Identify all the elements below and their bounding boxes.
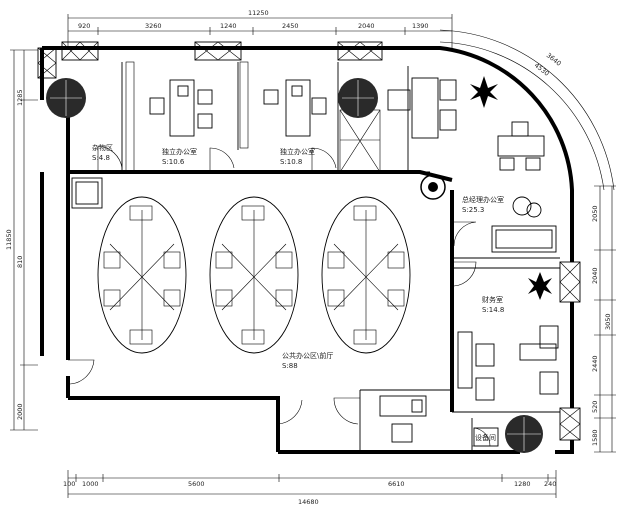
window-top-3 <box>337 41 383 61</box>
room-office-2-area: S:10.8 <box>280 158 302 166</box>
room-office-1-name: 独立办公室 <box>162 147 197 156</box>
office-1-furniture <box>149 79 213 137</box>
plant-icon <box>420 174 446 200</box>
dim-top-seg-6: 1390 <box>412 22 429 30</box>
finance-furniture <box>457 325 559 401</box>
dim-left-seg-2: 810 <box>16 256 24 268</box>
dim-top-overall: 11250 <box>248 9 269 17</box>
window-top-2 <box>194 41 242 61</box>
window-left <box>37 47 57 79</box>
dimension-bottom: 100 1000 5600 6610 1280 240 14680 <box>63 470 556 506</box>
room-finance-area: S:14.8 <box>482 306 504 314</box>
room-open-office-area: S:88 <box>282 362 298 370</box>
workstation-pod-2 <box>209 196 299 354</box>
room-manager-area: S:25.3 <box>462 206 484 214</box>
room-finance-name: 财务室 <box>482 295 503 304</box>
dimension-right: 2050 2040 3050 2440 520 1580 <box>591 185 616 453</box>
plant-icon <box>528 272 552 300</box>
dim-bottom-seg-4: 6610 <box>388 480 405 488</box>
dim-right-seg-2: 2040 <box>591 267 599 284</box>
dim-left-seg-1: 1285 <box>16 89 24 106</box>
manager-furniture <box>387 77 557 253</box>
dim-right-seg-3: 3050 <box>604 313 612 330</box>
dim-top-seg-5: 2040 <box>358 22 375 30</box>
dim-right-seg-5: 520 <box>591 401 599 413</box>
plant-icon <box>505 415 543 453</box>
plant-icon <box>470 76 498 108</box>
doors <box>68 145 491 447</box>
window-right-2 <box>559 407 581 441</box>
dim-right-seg-4: 2440 <box>591 355 599 372</box>
room-storage-area: S:4.8 <box>92 154 110 162</box>
dim-bottom-seg-6: 240 <box>544 480 556 488</box>
room-manager-name: 总经理办公室 <box>462 195 504 204</box>
dim-top-seg-4: 2450 <box>282 22 299 30</box>
room-office-2-name: 独立办公室 <box>280 147 315 156</box>
room-open-office-name: 公共办公区\前厅 <box>282 351 333 360</box>
office-2-furniture <box>263 79 327 137</box>
window-right-1 <box>559 261 581 303</box>
dimension-top: 11250 920 3260 1240 2450 2040 1390 <box>67 9 453 48</box>
dim-left-seg-3: 2000 <box>16 403 24 420</box>
dim-right-seg-6: 1580 <box>591 429 599 446</box>
room-storage-name: 杂物区 <box>92 143 113 152</box>
dim-right-seg-1: 2050 <box>591 205 599 222</box>
dim-bottom-seg-5: 1280 <box>514 480 531 488</box>
dim-top-seg-3: 1240 <box>220 22 237 30</box>
dim-left-overall: 11850 <box>5 229 13 250</box>
room-equipment-name: 设备间 <box>475 433 496 442</box>
dim-bottom-overall: 14680 <box>298 498 319 506</box>
storage-shelf <box>71 177 103 209</box>
room-office-1-area: S:10.6 <box>162 158 185 166</box>
plant-icon <box>338 78 378 118</box>
dim-top-seg-2: 3260 <box>145 22 162 30</box>
dim-arc-1: 3640 <box>545 51 563 67</box>
dim-top-seg-1: 920 <box>78 22 90 30</box>
plant-icon <box>46 78 86 118</box>
dim-bottom-seg-1: 100 <box>63 480 75 488</box>
dim-bottom-seg-3: 5600 <box>188 480 205 488</box>
dimension-left: 11850 1285 810 2000 <box>5 49 38 431</box>
workstation-pod-3 <box>321 196 411 354</box>
reception-desk <box>379 395 427 443</box>
interior-walls <box>121 62 560 452</box>
workstation-pod-1 <box>97 196 187 354</box>
equipment-rack <box>473 427 499 447</box>
dim-bottom-seg-2: 1000 <box>82 480 99 488</box>
window-top-1 <box>61 41 99 61</box>
